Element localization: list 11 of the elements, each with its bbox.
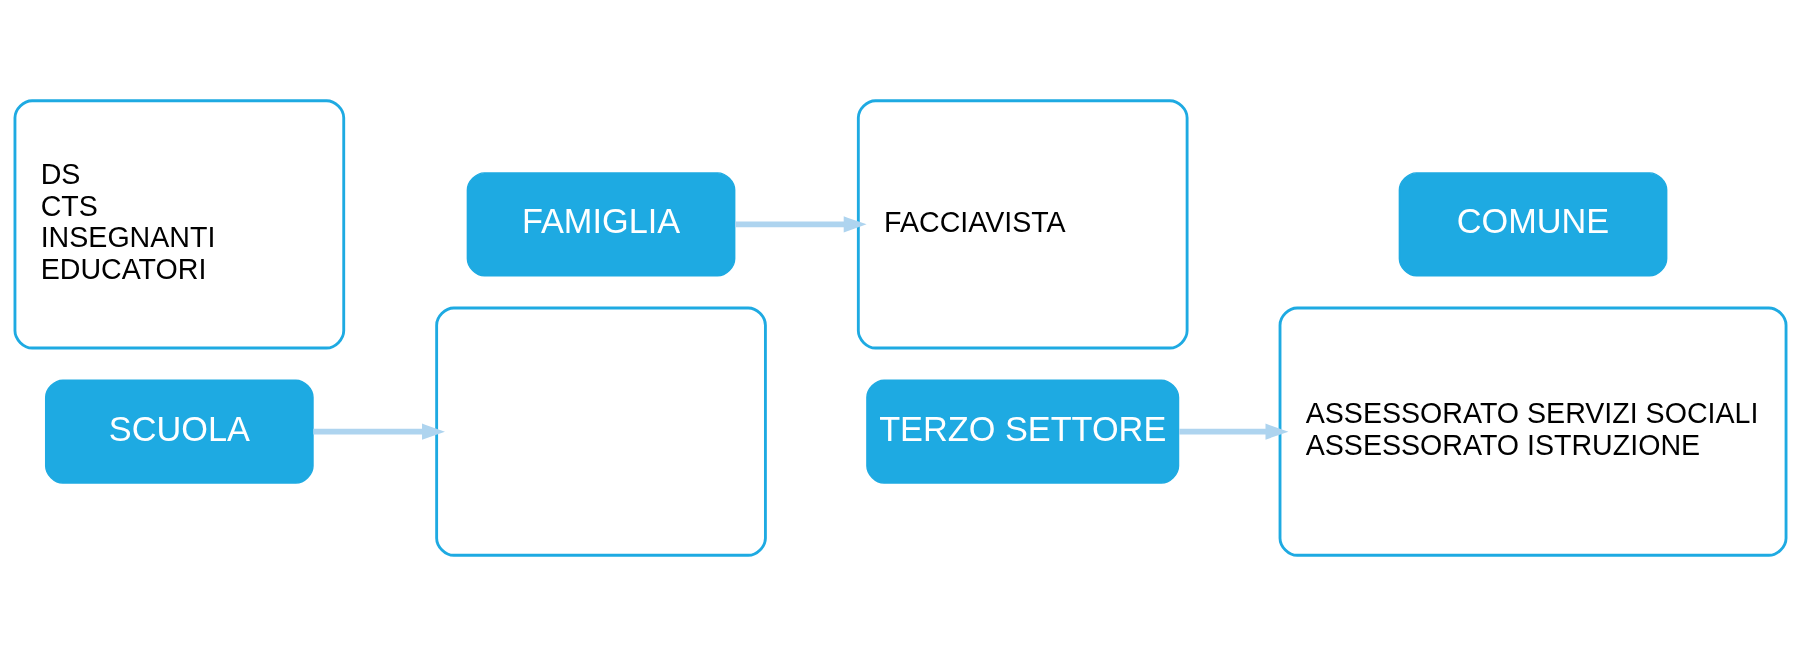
node-box: FAMIGLIA: [466, 172, 736, 277]
arrow: [735, 216, 867, 233]
node-box: TERZO SETTORE: [866, 379, 1180, 484]
node-box: ASSESSORATO SERVIZI SOCIALI ASSESSORATO ISTRUZIONE: [1278, 306, 1788, 557]
node-box: DS CTS INSEGNANTI EDUCATORI: [13, 99, 346, 350]
node-box: COMUNE: [1398, 172, 1668, 277]
node-box: [435, 306, 767, 557]
node-box: FACCIAVISTA: [856, 99, 1189, 350]
arrow: [313, 423, 445, 440]
node-box: SCUOLA: [44, 379, 314, 484]
arrow: [1179, 423, 1289, 440]
